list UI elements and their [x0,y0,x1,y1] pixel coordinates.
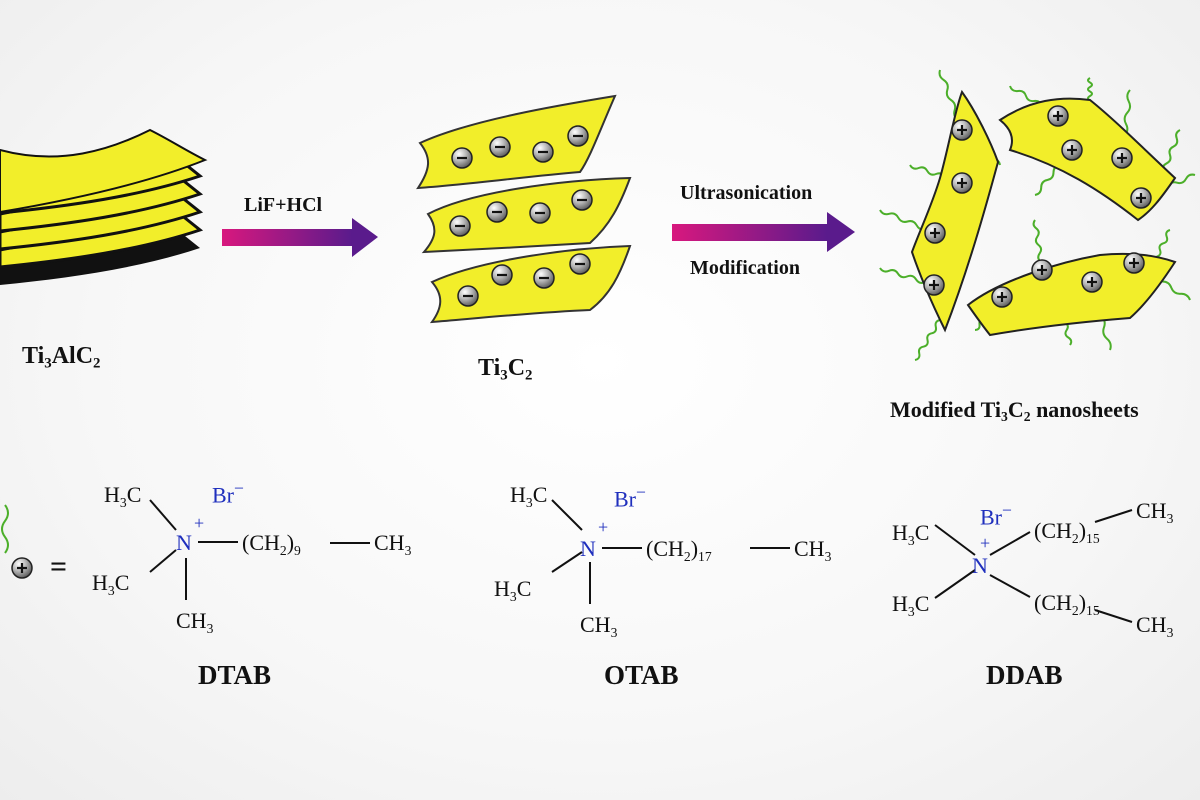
positive-charge-icon [924,222,946,244]
label-ultrasonication: Ultrasonication [680,182,813,204]
otab-bonds [551,499,790,604]
otab-h3c-top: H3C [510,482,548,510]
positive-charge-icon [1031,259,1053,281]
ddab-chain-top: (CH2)15 [1034,518,1100,546]
dtab-plus: + [194,513,205,533]
otab-ch3-bottom: CH3 [580,612,618,640]
label-lif-hcl: LiF+HCl [244,194,323,216]
otab-chain: (CH2)17 [646,536,712,564]
dtab-ch3-bottom: CH3 [176,608,214,636]
otab-name: OTAB [604,660,679,690]
negative-charge-icon [489,136,511,158]
arrow-ultrasonication [672,212,855,252]
negative-charge-icon [532,141,554,163]
label-modification: Modification [690,257,800,279]
negative-charge-icon [491,264,513,286]
positive-charge-icon [923,274,945,296]
arrow-lif-hcl [222,218,378,257]
positive-charge-icon [951,172,973,194]
ddab-bonds [934,509,1133,623]
ddab-ch3-bottom: CH3 [1136,612,1174,640]
positive-charge-icon [951,119,973,141]
surfactant-tail [914,319,941,361]
otab-bromide: Br− [614,482,646,512]
positive-charge-icon [1061,139,1083,161]
ddab-nitrogen: N [972,553,988,578]
legend-modifier-symbol [1,504,33,579]
dtab-h3c-top: H3C [104,482,142,510]
label-modified-nanosheets: Modified Ti3C2 nanosheets [890,397,1139,425]
negative-charge-icon [486,201,508,223]
dtab-ch3-right: CH3 [374,530,412,558]
dtab-name: DTAB [198,660,272,690]
layered-stack-ti3alc2 [0,128,208,285]
negative-charge-icon [569,253,591,275]
otab-h3c-bottom: H3C [494,576,532,604]
dtab-h3c-bottom: H3C [92,570,130,598]
ddab-name: DDAB [986,660,1063,690]
ddab-chain-bottom: (CH2)15 [1034,590,1100,618]
positive-charge-icon [1111,147,1133,169]
ti3c2-sheets [416,94,632,324]
dtab-nitrogen: N [176,530,192,555]
ddab-ch3-top: CH3 [1136,498,1174,526]
negative-charge-icon [567,125,589,147]
ddab-bromide: Br− [980,500,1012,530]
ddab-plus: + [980,533,991,553]
label-ti3alc2: Ti3AlC2 [22,343,101,372]
legend-equals: = [50,550,68,583]
ddab-h3c-top: H3C [892,520,930,548]
negative-charge-icon [457,285,479,307]
negative-charge-icon [533,267,555,289]
positive-charge-icon [1123,252,1145,274]
negative-charge-icon [571,189,593,211]
otab-nitrogen: N [580,536,596,561]
dtab-chain: (CH2)9 [242,530,301,558]
modified-nanosheets [879,69,1196,361]
negative-charge-icon [529,202,551,224]
dtab-bonds [149,499,370,600]
positive-charge-icon [1047,105,1069,127]
ddab-h3c-bottom: H3C [892,591,930,619]
positive-charge-icon [1130,187,1152,209]
dtab-bromide: Br− [212,478,244,508]
negative-charge-icon [449,215,471,237]
otab-plus: + [598,517,609,537]
positive-charge-icon [11,557,33,579]
negative-charge-icon [451,147,473,169]
label-ti3c2: Ti3C2 [478,355,533,384]
positive-charge-icon [991,286,1013,308]
positive-charge-icon [1081,271,1103,293]
otab-ch3-right: CH3 [794,536,832,564]
